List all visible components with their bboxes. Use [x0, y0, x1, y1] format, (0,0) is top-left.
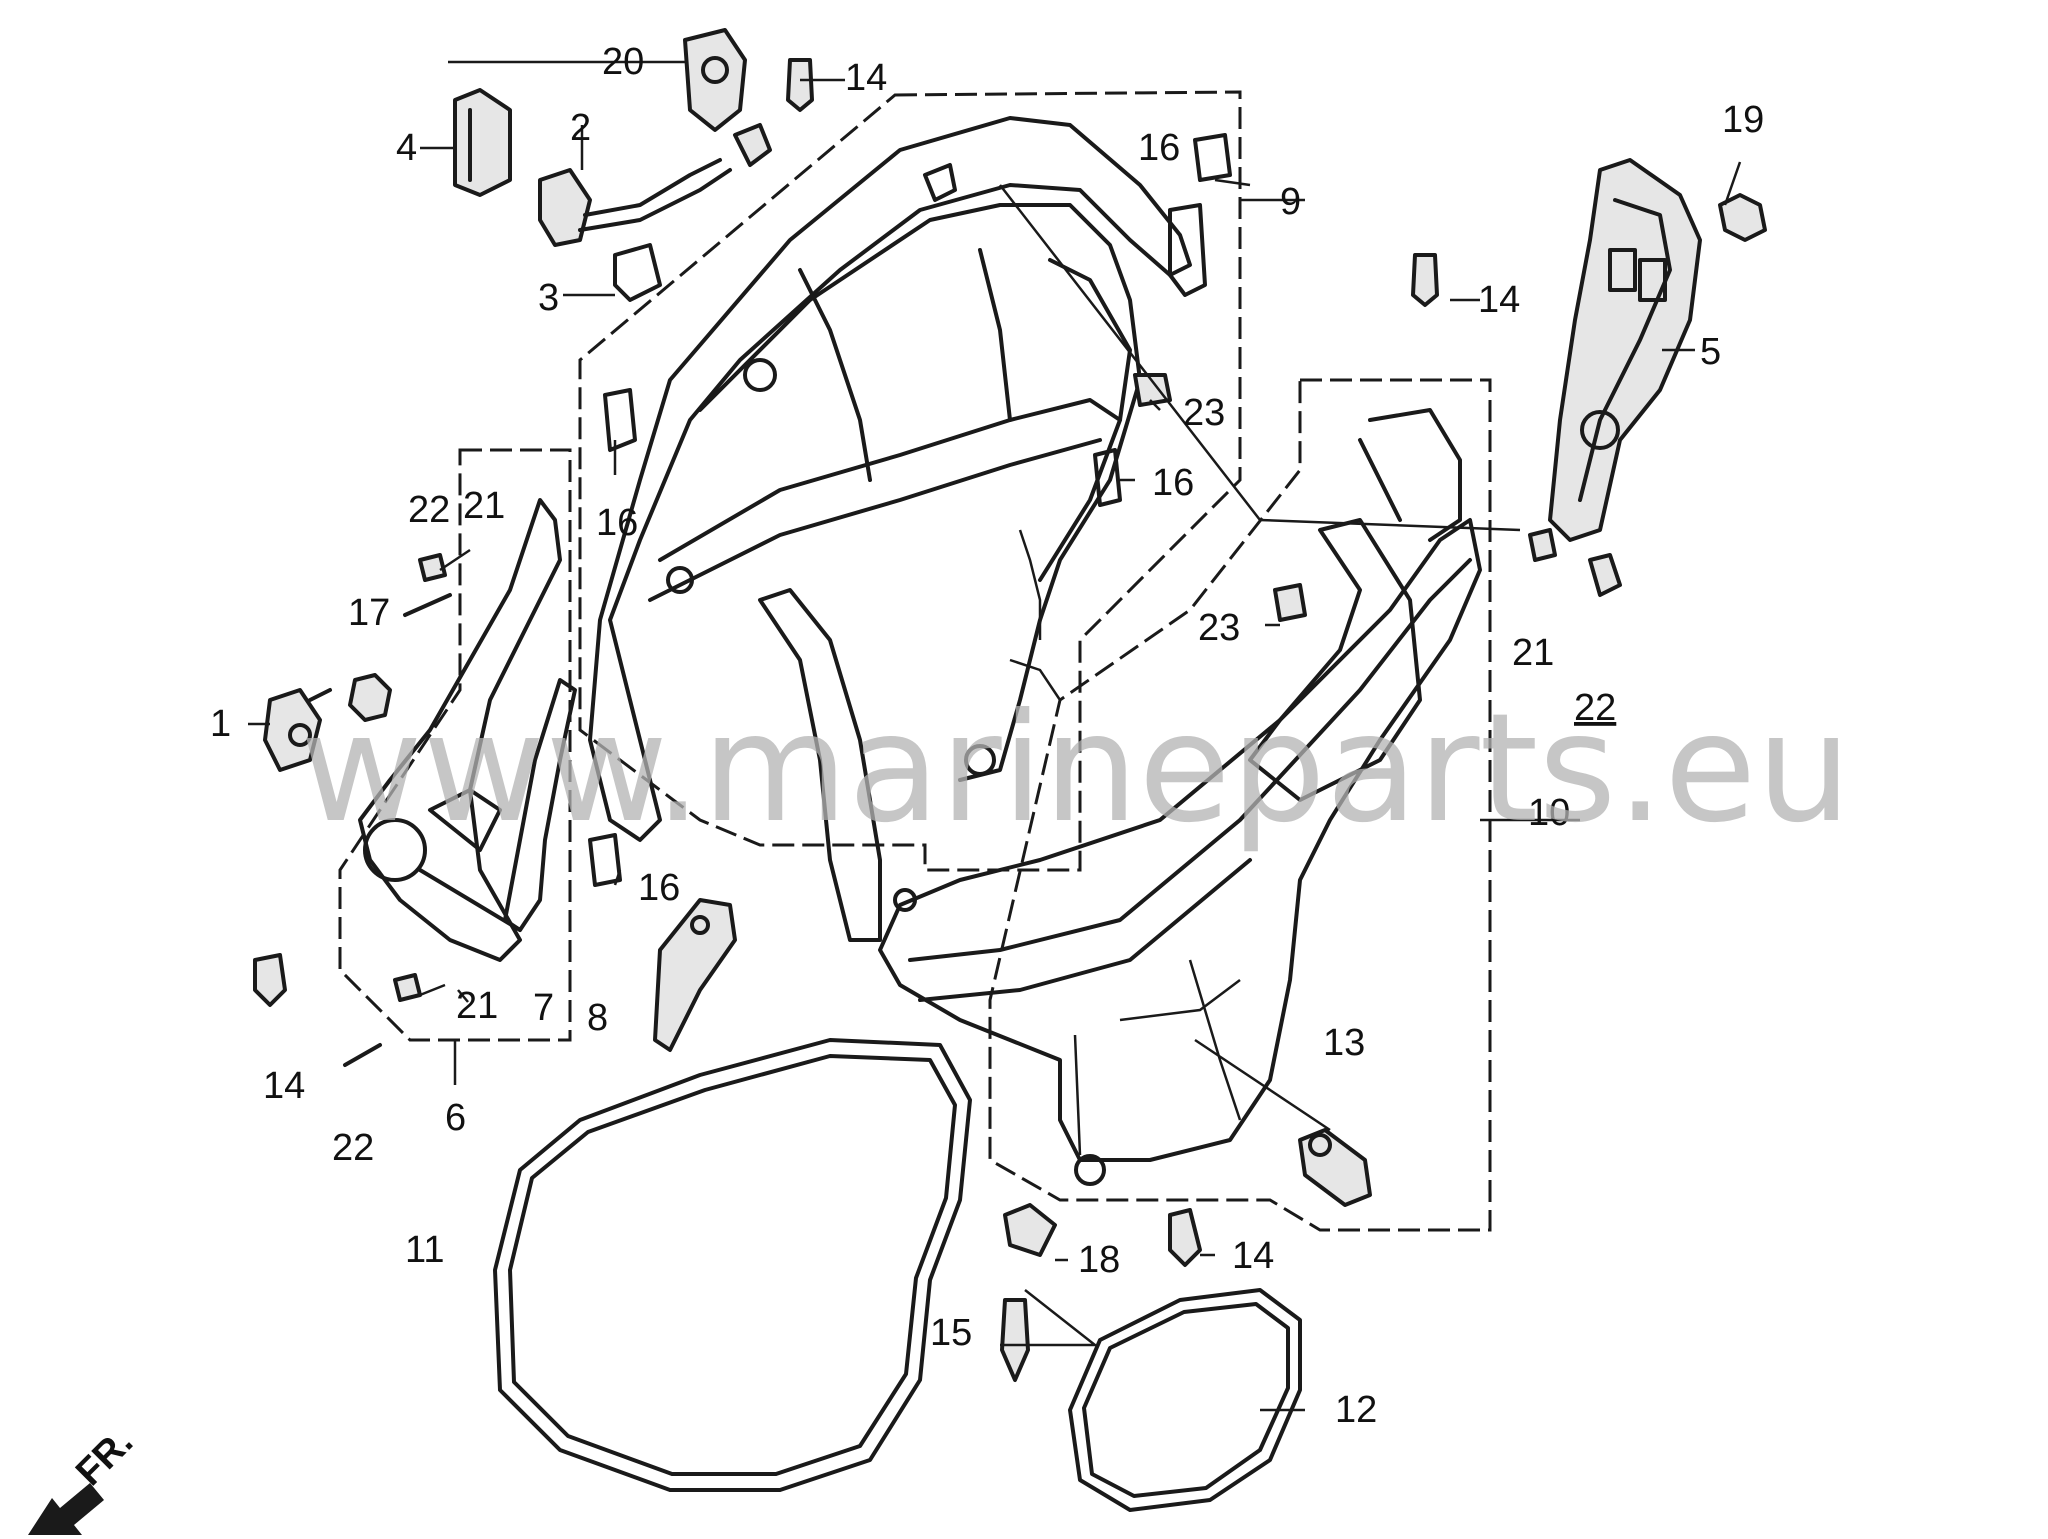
side-handle: [358, 498, 577, 962]
callout-13: 13: [1323, 1022, 1365, 1064]
group-outline-6: [338, 448, 572, 1042]
nut-17: [348, 673, 392, 722]
callout-15: 15: [930, 1312, 972, 1354]
grommet-13: [1298, 1128, 1372, 1207]
callout-1: 1: [210, 703, 231, 745]
callout-22b: 22: [332, 1127, 374, 1169]
callout-numbers: 1 2 3 4 5 6 7 8 9 10 11 12 13 14 14 14 1…: [210, 41, 1764, 1431]
seal-rubber-11: [493, 1038, 972, 1492]
seal-rubber-12: [1068, 1288, 1302, 1512]
callout-23b: 23: [1198, 607, 1240, 649]
rear-cover: [1548, 158, 1702, 542]
bolt-19: [1718, 193, 1767, 242]
grommet-4: [453, 88, 512, 197]
callout-16d: 16: [638, 867, 680, 909]
callout-2: 2: [570, 107, 591, 149]
callout-22c: 22: [1574, 687, 1616, 729]
callout-4: 4: [396, 127, 417, 169]
callout-16a: 16: [1138, 127, 1180, 169]
callout-3: 3: [538, 277, 559, 319]
callout-12: 12: [1335, 1389, 1377, 1431]
callout-20: 20: [602, 41, 644, 83]
callout-16c: 16: [1152, 462, 1194, 504]
callout-10: 10: [1528, 792, 1570, 834]
callout-9: 9: [1280, 181, 1301, 223]
callout-14d: 14: [1232, 1235, 1274, 1277]
clips-16: [588, 133, 1232, 887]
front-arrow-icon: [28, 1483, 104, 1535]
group-outline-10: [988, 378, 1492, 1232]
callout-14c: 14: [263, 1065, 305, 1107]
callout-21c: 21: [1512, 632, 1554, 674]
callout-16b: 16: [596, 502, 638, 544]
callout-18: 18: [1078, 1239, 1120, 1281]
callout-17: 17: [348, 592, 390, 634]
wire-harness-2: [538, 123, 772, 247]
callout-11: 11: [405, 1229, 444, 1271]
callout-21b: 21: [456, 985, 498, 1027]
callout-14b: 14: [1478, 279, 1520, 321]
group-outline-9: [578, 90, 1242, 872]
upper-cowling-frame: [588, 116, 1207, 942]
leader-lines: [248, 60, 1742, 1412]
watermark: www.marineparts.eu: [300, 682, 1852, 856]
callout-6: 6: [445, 1097, 466, 1139]
part-1: [263, 688, 332, 772]
callout-22a: 22: [408, 489, 450, 531]
callout-7: 7: [533, 987, 554, 1029]
screws: [253, 58, 1622, 1267]
clip-3: [613, 243, 662, 302]
callout-21a: 21: [463, 485, 505, 527]
grommet-20: [683, 28, 747, 132]
callout-8: 8: [587, 997, 608, 1039]
callout-5: 5: [1700, 331, 1721, 373]
callout-23a: 23: [1183, 392, 1225, 434]
bolt-15: [1000, 1298, 1030, 1382]
clamp-18: [1003, 1203, 1057, 1257]
lever-8: [653, 898, 737, 1052]
callout-19: 19: [1722, 99, 1764, 141]
callout-14a: 14: [845, 57, 887, 99]
front-direction-label: FR.: [68, 1421, 141, 1494]
